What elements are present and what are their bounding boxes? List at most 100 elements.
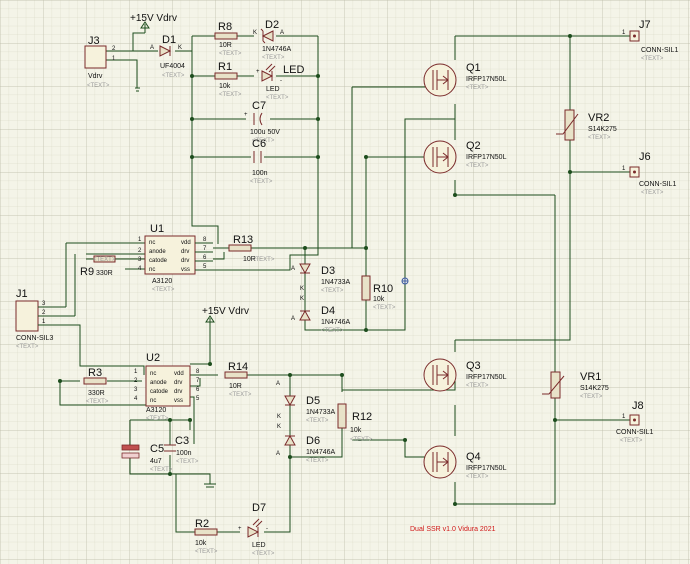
value-label: S14K275 <box>588 126 617 133</box>
pin-label: 1 <box>622 30 626 36</box>
text-placeholder: <TEXT> <box>162 73 185 79</box>
pin-number: 7 <box>203 246 207 252</box>
wires <box>53 32 630 533</box>
ref-label: D4 <box>321 305 335 317</box>
resistor-r2: R2 10k <TEXT> <box>194 518 218 555</box>
text-placeholder: <TEXT> <box>466 85 489 91</box>
capacitor-c6: C6 100n <TEXT> <box>250 138 273 185</box>
value-label: LED <box>252 542 266 549</box>
pin-label: 1 <box>622 414 626 420</box>
zener-d3: A D3 1N4733A <TEXT> <box>291 263 351 294</box>
pin-label: 1 <box>112 56 116 62</box>
pin-label: A <box>291 316 295 322</box>
ref-label: Q4 <box>466 451 481 463</box>
pin-number: 2 <box>138 248 142 254</box>
pin-number: 5 <box>203 264 207 270</box>
connector-j8: J8 1 CONN-SIL1 <TEXT> <box>616 400 653 444</box>
text-placeholder: <TEXT> <box>252 257 275 263</box>
text-placeholder: <TEXT> <box>195 549 218 555</box>
pin-label: 2 <box>112 46 116 52</box>
ref-label: Q2 <box>466 140 481 152</box>
varistor-vr1: VR1 S14K275 <TEXT> <box>542 371 609 400</box>
capacitor-c7: + C7 100u 50V <TEXT> <box>244 100 280 144</box>
pin-name: vss <box>174 398 183 404</box>
pin-name: vdd <box>174 371 184 377</box>
resistor-r8: R8 10R <TEXT> <box>214 21 242 57</box>
pin-label: 2 <box>42 310 46 316</box>
pin-name: nc <box>150 398 156 404</box>
pin-number: 6 <box>196 387 200 393</box>
zener-d4: A D4 1N4746A <TEXT> <box>291 305 351 334</box>
value-label: 330R <box>96 270 113 277</box>
text-placeholder: <TEXT> <box>641 190 664 196</box>
text-placeholder: <TEXT> <box>466 474 489 480</box>
pin-label: A <box>280 30 284 36</box>
value-label: S14K275 <box>580 385 609 392</box>
text-placeholder: <TEXT> <box>262 55 285 61</box>
pin-label: K <box>277 414 281 420</box>
junctions <box>58 34 572 506</box>
text-placeholder: <TEXT> <box>219 92 242 98</box>
value-label: 1N4746A <box>306 449 336 456</box>
ref-label: U1 <box>150 223 164 235</box>
ref-label: R2 <box>195 518 209 530</box>
pin-number: 8 <box>196 369 200 375</box>
value-label: 4u7 <box>150 458 162 465</box>
ref-label: R12 <box>352 411 372 423</box>
pin-name: drv <box>174 380 182 386</box>
pin-label: + <box>244 112 248 118</box>
pin-label: K <box>178 45 182 51</box>
value-label: 1N4733A <box>306 409 336 416</box>
pin-number: 3 <box>138 257 142 263</box>
ref-label: R8 <box>218 21 232 33</box>
mosfet-q3: Q3 IRFP17N50L <TEXT> <box>423 358 507 392</box>
text-placeholder: <TEXT> <box>219 51 242 57</box>
value-label: 330R <box>88 390 105 397</box>
text-placeholder: <TEXT> <box>641 56 664 62</box>
ref-label: D7 <box>252 502 266 514</box>
ref-label: D5 <box>306 395 320 407</box>
text-placeholder: <TEXT> <box>152 287 175 293</box>
capacitor-c5: C5 4u7 <TEXT> <box>121 443 173 473</box>
value-label: 100n <box>176 450 192 457</box>
ref-label: U2 <box>146 352 160 364</box>
pin-label: + <box>238 526 242 532</box>
value-label: 10k <box>195 540 207 547</box>
varistor-vr2: VR2 S14K275 <TEXT> <box>556 109 617 141</box>
pin-label: A <box>276 381 280 387</box>
value-label: UF4004 <box>160 63 185 70</box>
pin-name: drv <box>181 249 189 255</box>
ref-label: J8 <box>632 400 644 412</box>
diode-d1: D1 A K UF4004 <TEXT> <box>150 34 185 79</box>
resistor-r14: R14 10R <TEXT> <box>224 361 252 398</box>
pin-name: nc <box>149 267 155 273</box>
text-placeholder: <TEXT> <box>306 458 329 464</box>
ref-label: LED <box>283 64 304 76</box>
zener-d2: D2 K A 1N4746A <TEXT> <box>253 19 292 61</box>
value-label: 10k <box>219 83 231 90</box>
mosfet-q4: Q4 IRFP17N50L <TEXT> <box>423 445 507 480</box>
pin-number: 3 <box>134 387 138 393</box>
pin-label: A <box>150 45 154 51</box>
pin-name: drv <box>181 258 189 264</box>
ref-label: D3 <box>321 265 335 277</box>
value-label: 10R <box>219 42 232 49</box>
led-d7: + - D7 LED <TEXT> <box>238 502 275 557</box>
ref-label: VR2 <box>588 112 609 124</box>
ref-label: J3 <box>88 35 100 47</box>
mosfet-q1: Q1 IRFP17N50L <TEXT> <box>423 62 507 97</box>
ref-label: D2 <box>265 19 279 31</box>
ref-label: R3 <box>88 367 102 379</box>
ref-label: R14 <box>228 361 248 373</box>
text-placeholder: <TEXT> <box>580 394 603 400</box>
text-placeholder: <TEXT> <box>373 305 396 311</box>
value-label: CONN-SIL3 <box>16 335 53 342</box>
pin-label: K <box>253 30 257 36</box>
power-symbol-top: +15V Vdrv <box>130 13 177 33</box>
ref-label: VR1 <box>580 371 601 383</box>
resistor-r3: R3 330R <TEXT> <box>83 367 109 405</box>
pin-number: 1 <box>134 369 138 375</box>
text-placeholder: <TEXT> <box>146 416 169 422</box>
ref-label: D1 <box>162 34 176 46</box>
